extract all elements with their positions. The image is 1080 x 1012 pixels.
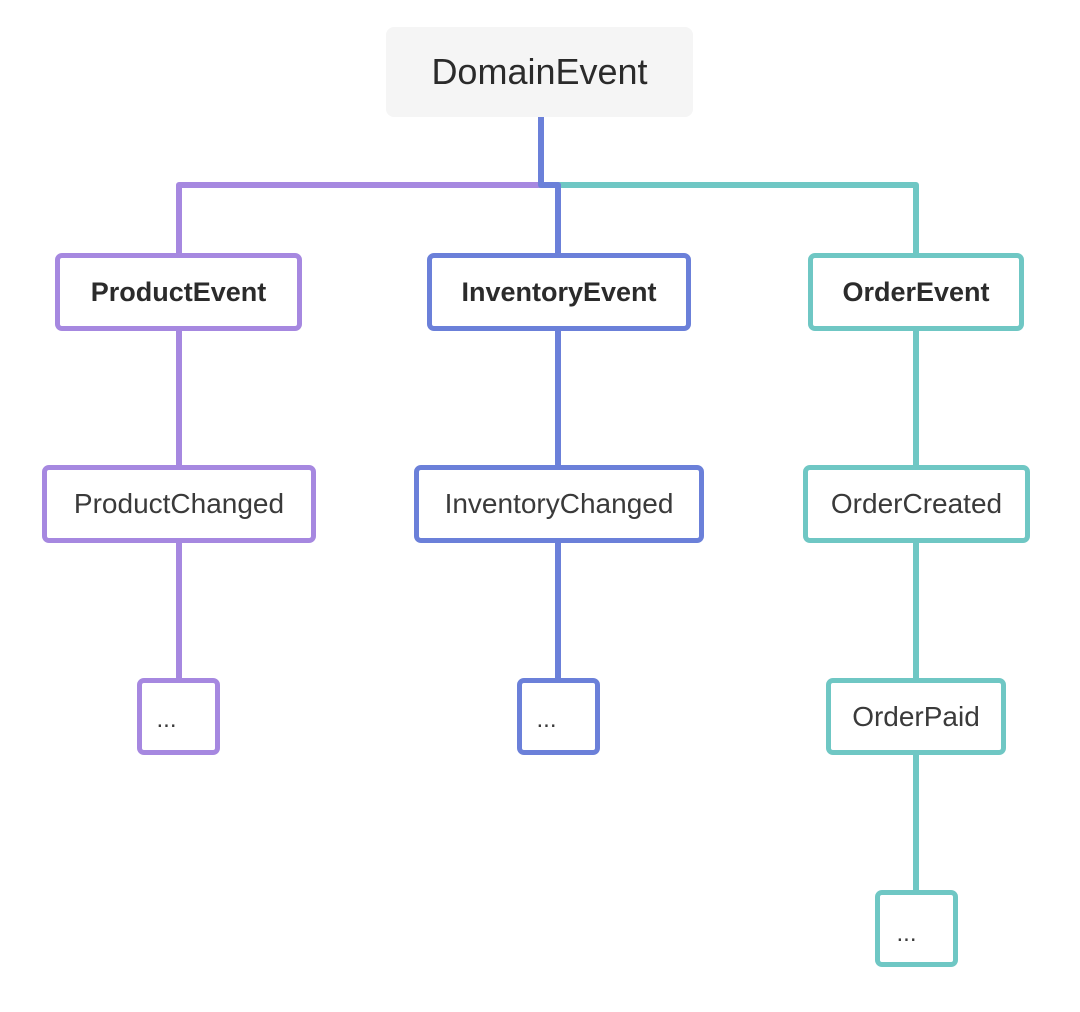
connector-root-to-order-event <box>558 182 919 255</box>
order-event-node[interactable]: OrderEvent <box>808 253 1024 331</box>
product-event-label: ProductEvent <box>90 276 267 307</box>
order-more-node[interactable]: ... <box>875 890 958 967</box>
inventory-changed-node[interactable]: InventoryChanged <box>414 465 704 543</box>
connector-root-to-product-event <box>176 182 541 255</box>
order-paid-node[interactable]: OrderPaid <box>826 678 1006 755</box>
connector-root-to-inventory-event <box>538 117 561 255</box>
order-created-node[interactable]: OrderCreated <box>803 465 1030 543</box>
inventory-more-label: ... <box>536 705 557 733</box>
product-changed-label: ProductChanged <box>73 488 285 519</box>
product-changed-node[interactable]: ProductChanged <box>42 465 316 543</box>
product-more-label: ... <box>156 705 177 733</box>
domain-event-node[interactable]: DomainEvent <box>386 27 693 117</box>
domain-event-label: DomainEvent <box>431 51 648 92</box>
inventory-event-label: InventoryEvent <box>461 276 657 307</box>
order-event-label: OrderEvent <box>842 276 990 307</box>
inventory-more-node[interactable]: ... <box>517 678 600 755</box>
order-created-label: OrderCreated <box>830 488 1003 519</box>
inventory-changed-label: InventoryChanged <box>444 488 674 519</box>
product-more-node[interactable]: ... <box>137 678 220 755</box>
order-paid-label: OrderPaid <box>852 700 980 732</box>
product-event-node[interactable]: ProductEvent <box>55 253 302 331</box>
inventory-event-node[interactable]: InventoryEvent <box>427 253 691 331</box>
order-more-label: ... <box>896 919 917 947</box>
